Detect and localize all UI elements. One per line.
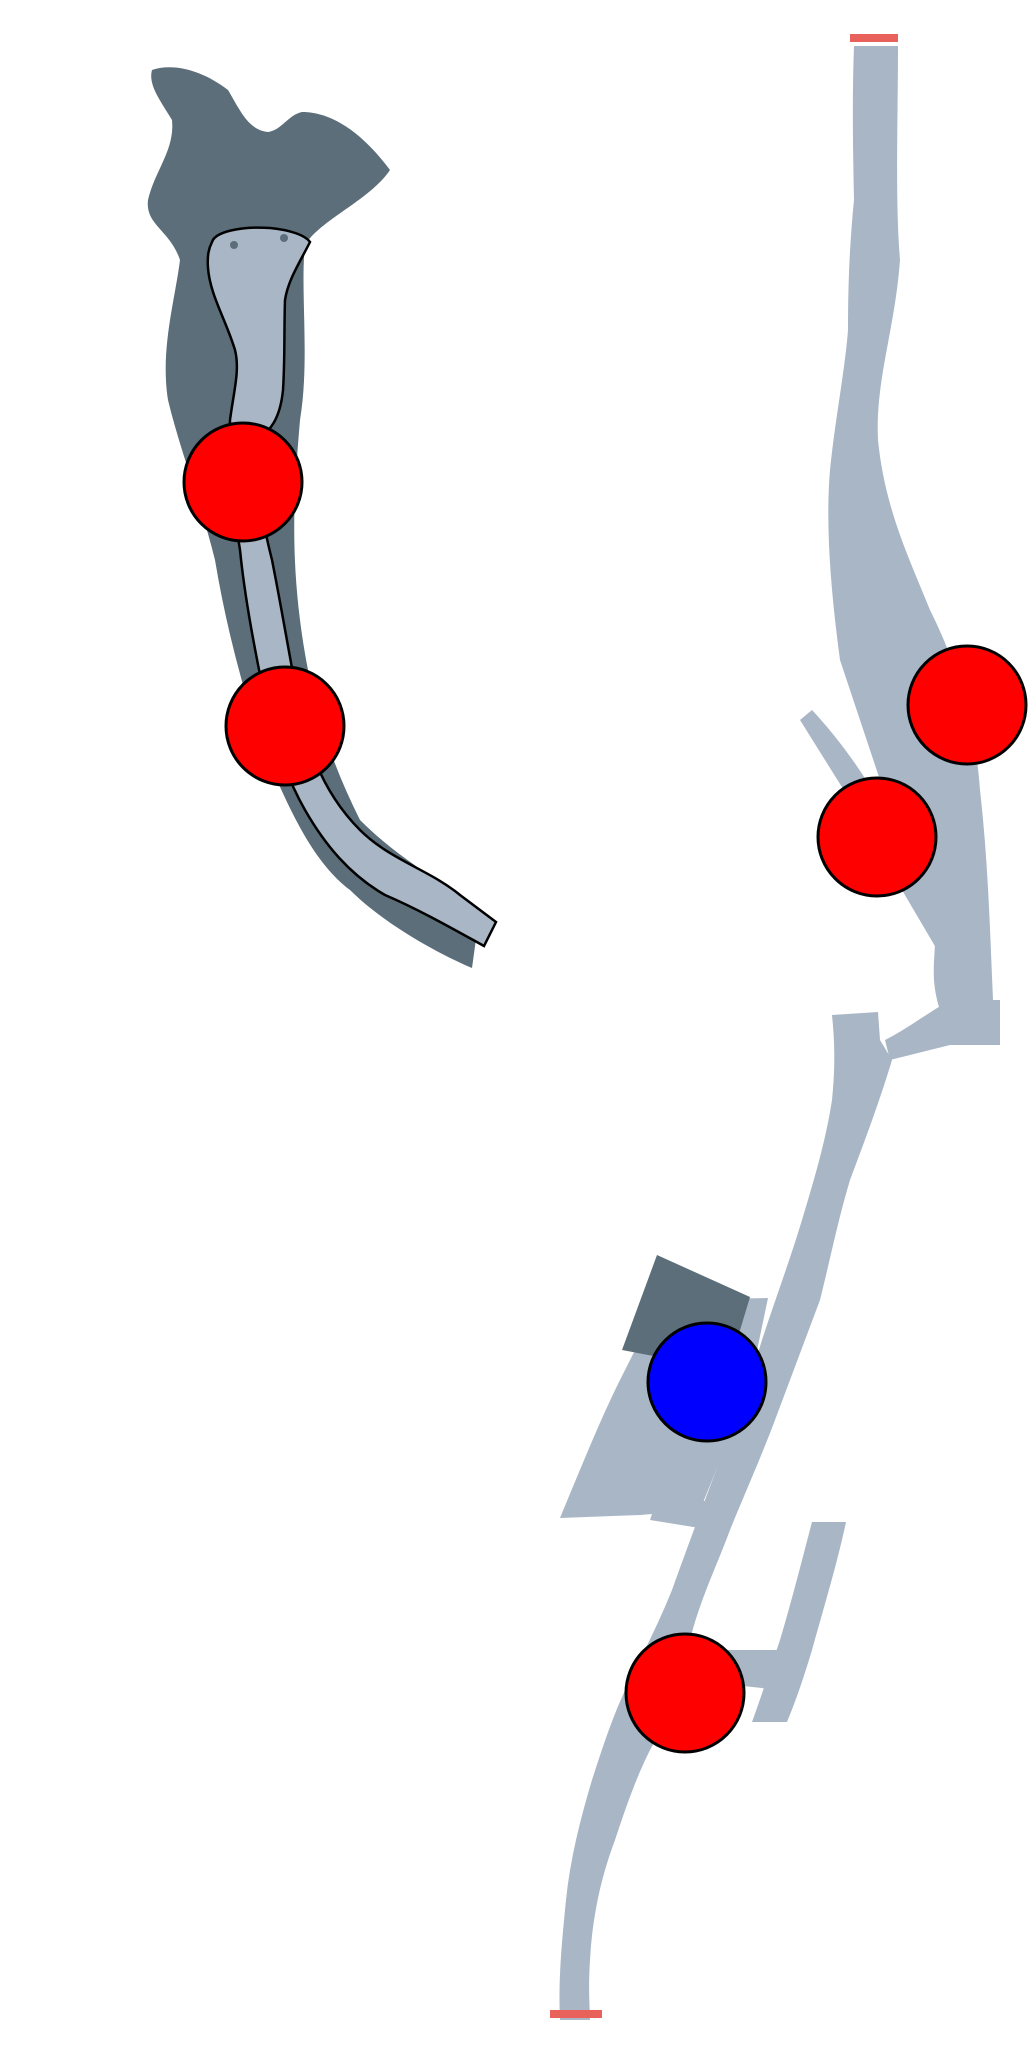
enemy-marker-1[interactable] [182,421,304,543]
left-cave-rock-1 [230,241,238,249]
enemy-marker-4[interactable] [816,776,938,898]
enemy-marker-3[interactable] [906,644,1028,766]
bottom-exit-marker[interactable] [550,2010,602,2018]
player-marker[interactable] [646,1321,768,1443]
top-exit-marker[interactable] [850,34,898,42]
right-connector [885,1000,1000,1060]
enemy-marker-2[interactable] [224,665,346,787]
left-cave-corridor [206,226,498,948]
right-corridor-lower [559,1012,892,2020]
left-cave-rock-2 [280,234,288,242]
lower-left-chamber-link [650,1490,720,1530]
right-lower-branch [752,1522,846,1722]
enemy-marker-5[interactable] [624,1632,746,1754]
right-corridor-upper [828,46,1000,1045]
